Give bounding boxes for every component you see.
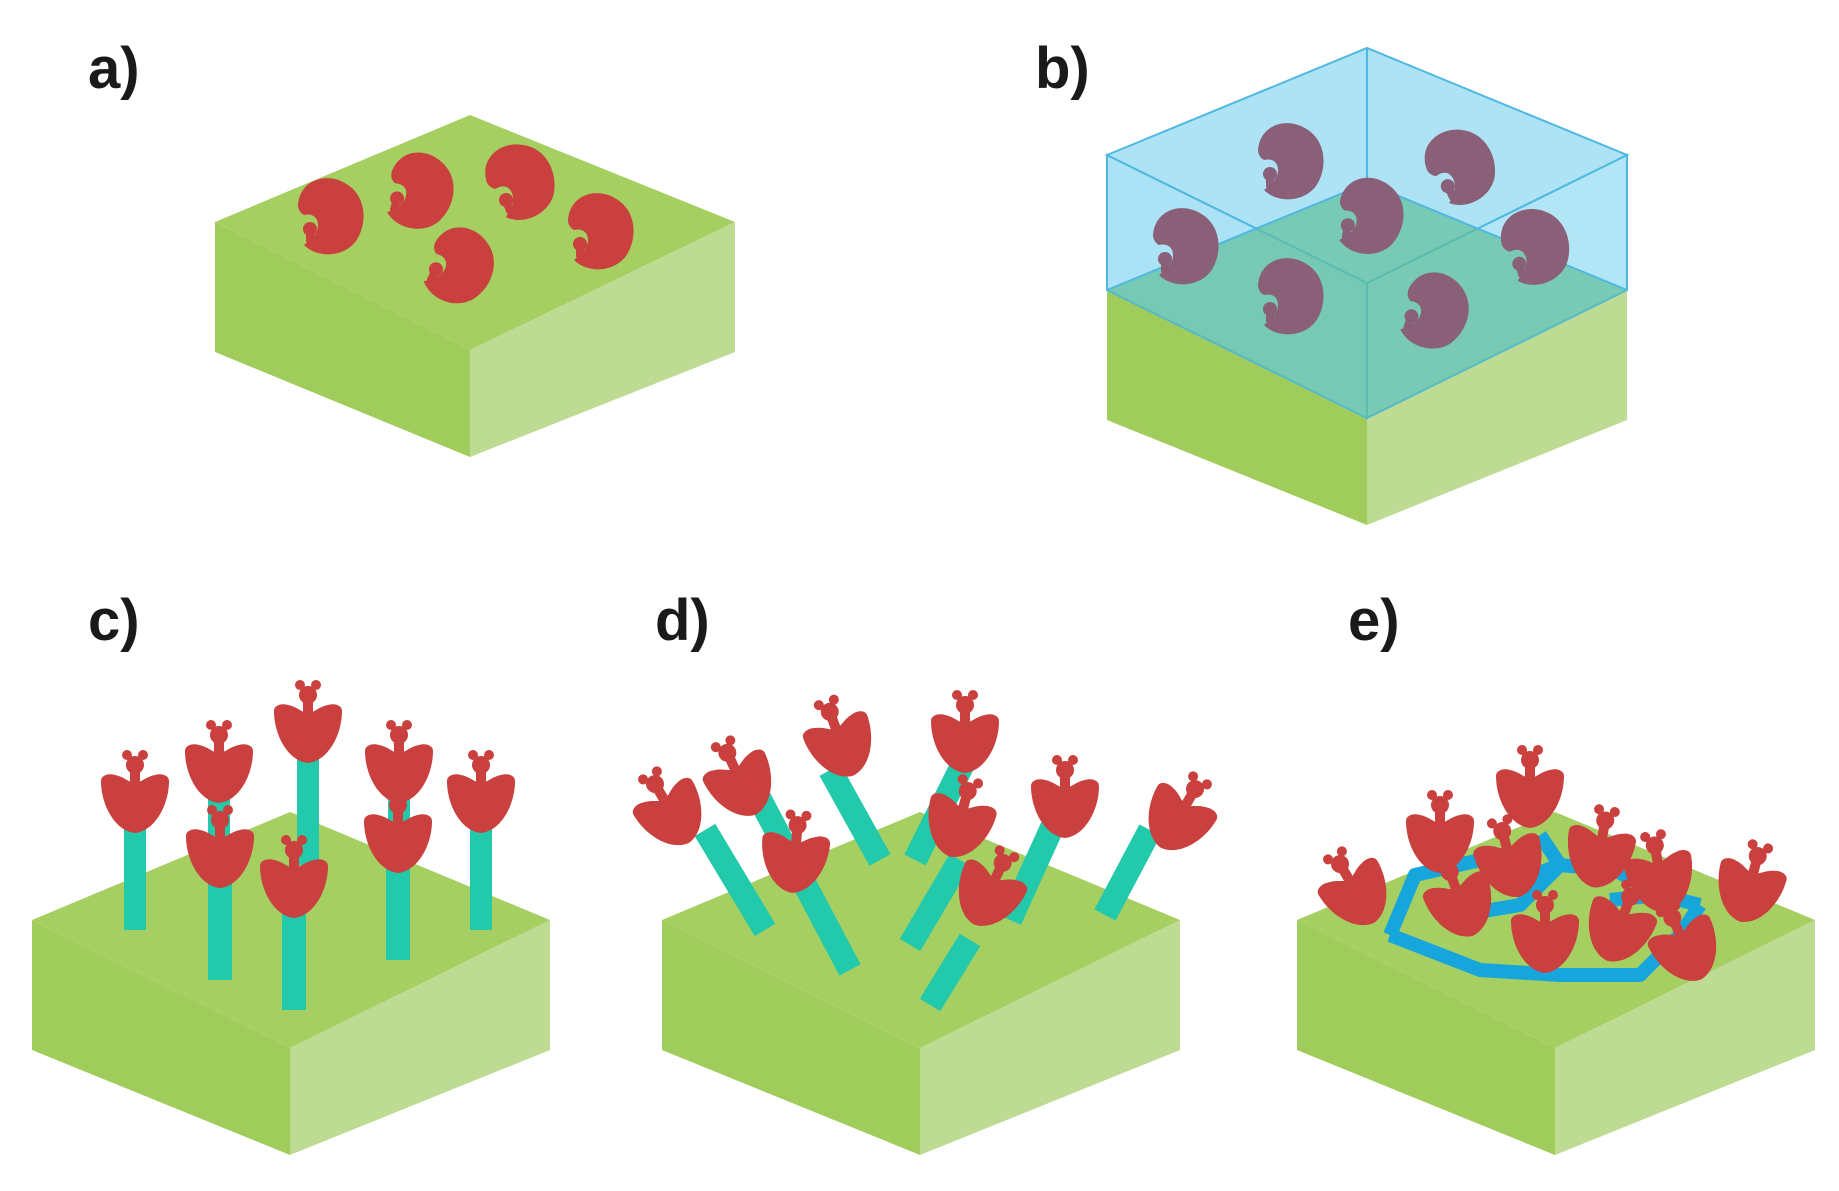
enzyme-icon bbox=[792, 686, 885, 788]
panel-label-e: e) bbox=[1348, 588, 1400, 653]
crosslink-line bbox=[1534, 831, 1566, 869]
substrate-right-face bbox=[1555, 920, 1815, 1155]
matrix-hidden-edge bbox=[1366, 182, 1628, 291]
enzyme-icon bbox=[274, 680, 342, 763]
linker-stem bbox=[124, 820, 146, 930]
substrate-right-face bbox=[1367, 290, 1627, 525]
enzyme-icon bbox=[365, 720, 433, 803]
panel-label-d: d) bbox=[655, 588, 710, 653]
substrate-left-face bbox=[32, 920, 290, 1155]
panel-b: b) bbox=[1035, 36, 1630, 525]
linker-stem bbox=[819, 764, 891, 866]
linker-stem bbox=[694, 823, 776, 937]
linker-stem bbox=[1094, 824, 1161, 921]
substrate-left-face bbox=[215, 222, 470, 457]
substrate-right-face bbox=[470, 222, 735, 457]
enzyme-icon bbox=[447, 750, 515, 833]
substrate-left-face bbox=[1107, 290, 1367, 525]
enzyme-icon bbox=[931, 690, 999, 773]
substrate-top-under-matrix bbox=[1107, 183, 1627, 418]
enzyme-icon bbox=[101, 750, 169, 833]
linker-stem bbox=[282, 905, 306, 1010]
enzyme-icon bbox=[185, 720, 253, 803]
matrix-hidden-edge bbox=[1106, 182, 1368, 291]
panel-label-a: a) bbox=[88, 36, 140, 101]
panel-d: d) bbox=[618, 588, 1232, 1155]
panel-c: c) bbox=[32, 588, 550, 1155]
substrate-block-b bbox=[1107, 290, 1627, 525]
linker-stem bbox=[208, 875, 232, 980]
substrate-left-face bbox=[1297, 920, 1555, 1155]
substrate-right-face bbox=[290, 920, 550, 1155]
substrate-left-face bbox=[662, 920, 920, 1155]
panel-e: e) bbox=[1297, 588, 1815, 1155]
linker-stem bbox=[919, 933, 981, 1012]
substrate-right-face bbox=[920, 920, 1180, 1155]
panel-label-c: c) bbox=[88, 588, 140, 653]
linker-stem bbox=[899, 853, 971, 952]
linker-stem bbox=[386, 860, 410, 960]
panel-label-b: b) bbox=[1035, 36, 1090, 101]
substrate-block-d bbox=[662, 812, 1180, 1155]
linker-stem bbox=[297, 745, 319, 865]
panel-a: a) bbox=[88, 36, 735, 457]
linker-stem bbox=[470, 820, 492, 930]
